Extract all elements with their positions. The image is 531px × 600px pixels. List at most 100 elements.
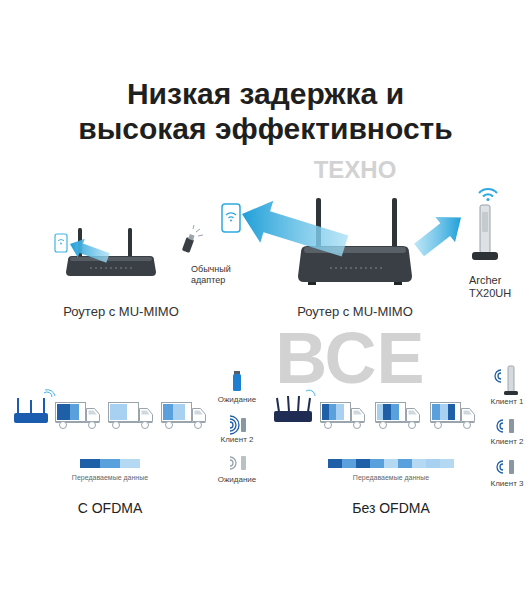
data-bar: [342, 459, 356, 468]
usb-adapter-illustration: [480, 205, 490, 253]
truck-icon: [70, 404, 79, 420]
wifi-idle-icon: [241, 456, 246, 470]
data-bar: [356, 459, 370, 468]
truck-icon: [329, 404, 336, 420]
router-illustration: [70, 257, 152, 261]
data-bar: [328, 459, 454, 468]
adapter-icon: [233, 371, 241, 391]
wifi-icon: [230, 419, 236, 431]
phone-icon: [222, 204, 240, 232]
device-label: Роутер с MU-MIMO: [61, 304, 181, 320]
panel-caption: С OFDMA: [45, 500, 175, 516]
usb-adapter-icon: [495, 370, 501, 382]
phone-icon: [58, 240, 64, 241]
router-icon: [14, 390, 55, 423]
adapter-icon: [188, 234, 194, 240]
signal-beam: [242, 201, 348, 257]
adapter-icon: [196, 229, 200, 232]
truck-icon: [431, 403, 475, 429]
device-node: Archer TX20UH: [461, 182, 521, 300]
wifi-icon: [509, 460, 514, 474]
adapter-icon: [182, 225, 203, 253]
wifi-icon: [500, 464, 503, 470]
truck-icon: [440, 404, 448, 420]
truck-icon: [376, 403, 420, 429]
wifi-icon: [500, 423, 503, 429]
truck-icon: [56, 403, 100, 429]
truck-icon: [391, 404, 399, 420]
data-bar: [384, 459, 398, 468]
router-icon: [288, 396, 289, 412]
wifi-icon: [479, 189, 497, 201]
usb-adapter-illustration: [472, 252, 498, 260]
router-icon: [274, 390, 315, 422]
router-illustration: [298, 246, 412, 282]
truck-icon: [162, 403, 206, 429]
router-icon: [30, 400, 32, 414]
wifi-idle-icon: [230, 457, 236, 469]
truck-icon: [110, 404, 127, 420]
router-illustration: [90, 268, 132, 269]
data-bar: [80, 459, 100, 468]
router-icon: [308, 398, 310, 412]
client-name: Клиент 2: [485, 437, 529, 446]
data-bar: [328, 459, 342, 468]
wifi-icon: [509, 419, 514, 433]
truck-icon: [431, 403, 475, 429]
phone-icon: [229, 217, 234, 218]
data-bar: [412, 459, 426, 468]
wifi-icon: [230, 416, 246, 434]
wifi-icon: [497, 461, 503, 473]
wifi-icon: [230, 422, 233, 428]
adapter-icon: [193, 225, 194, 229]
truck-icon: [377, 404, 383, 420]
router-illustration: [394, 282, 402, 285]
router-icon: [44, 392, 52, 397]
signal-arrow: [414, 217, 461, 256]
router-icon: [298, 396, 299, 412]
phone-icon: [55, 234, 67, 252]
usb-adapter-icon: [498, 373, 501, 379]
adapter-icon: [233, 374, 241, 391]
device-node: Роутер с MU-MIMO: [291, 188, 419, 320]
truck-icon: [57, 404, 70, 420]
wifi-idle-icon: [230, 460, 233, 466]
truck-icon: [432, 404, 440, 420]
bar-caption: Передаваемые данные: [55, 474, 165, 482]
adapter-icon: [234, 371, 240, 374]
wifi-icon: [241, 418, 246, 432]
router-icon: [274, 411, 312, 422]
phone-icon: [60, 243, 62, 245]
router-icon: [277, 398, 279, 412]
router-illustration: [66, 228, 156, 276]
wifi-icon: [497, 419, 514, 433]
truck-icon: [376, 403, 420, 429]
truck-icon: [322, 404, 329, 420]
router-illustration: [330, 268, 384, 269]
data-bar: [370, 459, 384, 468]
device-label: Роутер с MU-MIMO: [295, 304, 415, 320]
data-bar: [100, 459, 120, 468]
truck-icon: [383, 404, 391, 420]
wifi-icon: [483, 194, 493, 196]
phone-icon: [222, 204, 240, 232]
title-box: Низкая задержка и высокая эффективность: [0, 76, 531, 146]
usb-adapter-illustration: [482, 212, 488, 232]
router-icon: [17, 398, 19, 414]
wifi-icon: [497, 420, 503, 432]
wifi-icon: [230, 416, 239, 434]
data-bar: [80, 459, 140, 468]
router-illustration: [392, 198, 397, 250]
data-bar: [440, 459, 454, 468]
truck-icon: [321, 403, 365, 429]
phone-icon: [230, 220, 232, 222]
wifi-idle-icon: [230, 456, 246, 470]
data-bar: [120, 459, 140, 468]
client-name: Клиент 2: [212, 435, 262, 444]
router-illustration: [128, 228, 132, 260]
device-node: Роутер с MU-MIMO: [57, 222, 185, 320]
usb-adapter-icon: [508, 366, 514, 392]
watermark-text: ВСЕ: [240, 322, 460, 394]
client-status: Ожидание: [209, 395, 265, 404]
